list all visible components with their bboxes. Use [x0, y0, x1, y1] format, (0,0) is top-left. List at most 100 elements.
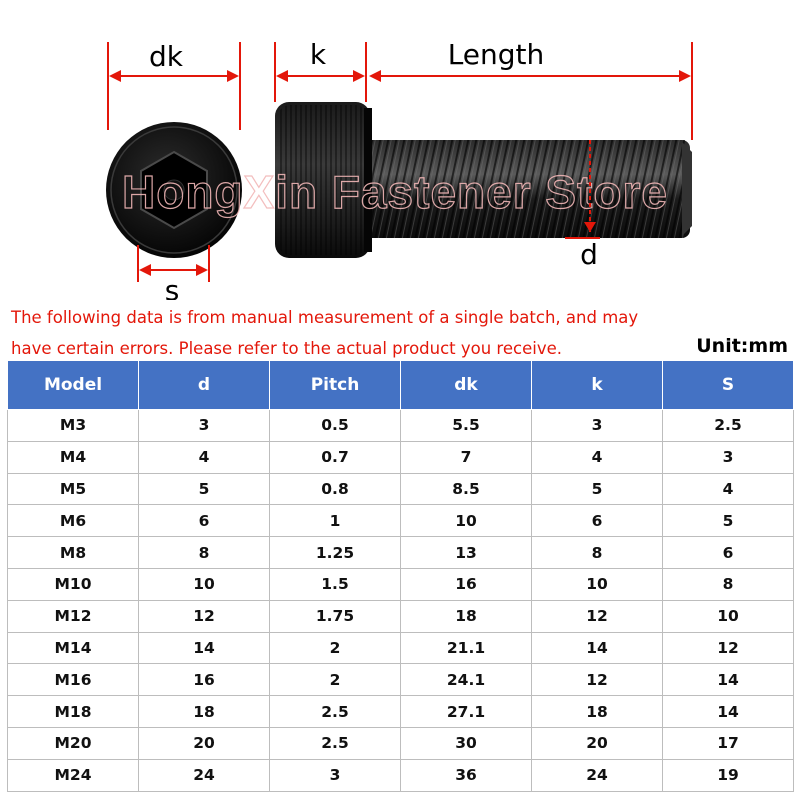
table-cell: 24 [138, 758, 270, 792]
table-cell: 10 [138, 567, 270, 601]
table-cell: 4 [138, 440, 270, 474]
table-cell: 13 [400, 536, 532, 569]
table-cell: 5.5 [400, 409, 532, 442]
d-dimension: d [565, 140, 600, 271]
table-cell: 14 [531, 631, 663, 665]
table-cell: M6 [7, 504, 139, 538]
s-label: s [165, 274, 180, 300]
table-cell: 19 [662, 758, 794, 792]
table-cell: 10 [400, 504, 532, 538]
measurement-notice: The following data is from manual measur… [11, 302, 701, 364]
bolt-dimension-diagram: HongXin Fastener Store dk k Length d [106, 38, 693, 300]
table-cell: 12 [662, 631, 794, 665]
table-cell: 14 [138, 631, 270, 665]
table-cell: 12 [531, 599, 663, 633]
table-cell: M5 [7, 472, 139, 506]
table-cell: 7 [400, 440, 532, 474]
table-cell: 27.1 [400, 695, 532, 728]
table-cell: 16 [400, 567, 532, 601]
table-cell: 10 [662, 599, 794, 633]
table-cell: M16 [7, 663, 139, 697]
column-header-pitch: Pitch [269, 360, 401, 410]
table-cell: 8 [138, 536, 270, 569]
table-cell: 4 [531, 440, 663, 474]
column-header-dk: dk [400, 360, 532, 410]
table-cell: 5 [662, 504, 794, 538]
table-cell: M4 [7, 440, 139, 474]
s-dimension: s [137, 245, 210, 300]
table-cell: 12 [531, 663, 663, 697]
table-cell: 2.5 [662, 409, 794, 442]
table-cell: 2.5 [269, 726, 401, 760]
table-cell: 24 [531, 758, 663, 792]
table-cell: M10 [7, 567, 139, 601]
table-cell: 18 [400, 599, 532, 633]
table-cell: M20 [7, 726, 139, 760]
table-cell: 3 [531, 409, 663, 442]
table-cell: 1.25 [269, 536, 401, 569]
table-cell: 0.7 [269, 440, 401, 474]
table-cell: 36 [400, 758, 532, 792]
column-header-s: S [662, 360, 794, 410]
column-header-d: d [138, 360, 270, 410]
length-dimension: Length [369, 38, 693, 140]
table-cell: 4 [662, 472, 794, 506]
table-cell: 8 [662, 567, 794, 601]
dk-dimension: dk [107, 40, 241, 130]
table-cell: 6 [531, 504, 663, 538]
table-cell: 3 [269, 758, 401, 792]
table-cell: 3 [662, 440, 794, 474]
table-cell: M14 [7, 631, 139, 665]
dk-label: dk [149, 40, 184, 73]
table-cell: 6 [138, 504, 270, 538]
bolt-side-view [275, 102, 692, 258]
table-cell: M24 [7, 758, 139, 792]
notice-line-1: The following data is from manual measur… [11, 308, 639, 327]
table-cell: 1.75 [269, 599, 401, 633]
column-header-model: Model [7, 360, 139, 410]
table-cell: M12 [7, 599, 139, 633]
table-cell: 6 [662, 536, 794, 569]
table-cell: M8 [7, 536, 139, 569]
notice-line-2: have certain errors. Please refer to the… [11, 339, 562, 358]
table-cell: 10 [531, 567, 663, 601]
table-cell: 18 [531, 695, 663, 728]
length-label: Length [448, 38, 545, 71]
column-header-k: k [531, 360, 663, 410]
d-label: d [580, 238, 598, 271]
unit-label: Unit:mm [696, 335, 788, 357]
table-cell: 17 [662, 726, 794, 760]
table-cell: 0.5 [269, 409, 401, 442]
k-dimension: k [274, 38, 367, 102]
k-label: k [310, 38, 327, 71]
table-cell: M18 [7, 695, 139, 728]
table-cell: 20 [531, 726, 663, 760]
table-cell: 2.5 [269, 695, 401, 728]
table-cell: 8.5 [400, 472, 532, 506]
table-cell: 2 [269, 663, 401, 697]
watermark-text: HongXin Fastener Store [122, 166, 668, 218]
table-cell: 30 [400, 726, 532, 760]
table-cell: 14 [662, 663, 794, 697]
table-cell: 20 [138, 726, 270, 760]
table-cell: 5 [531, 472, 663, 506]
table-cell: 16 [138, 663, 270, 697]
table-cell: 1 [269, 504, 401, 538]
table-cell: 12 [138, 599, 270, 633]
table-cell: 24.1 [400, 663, 532, 697]
